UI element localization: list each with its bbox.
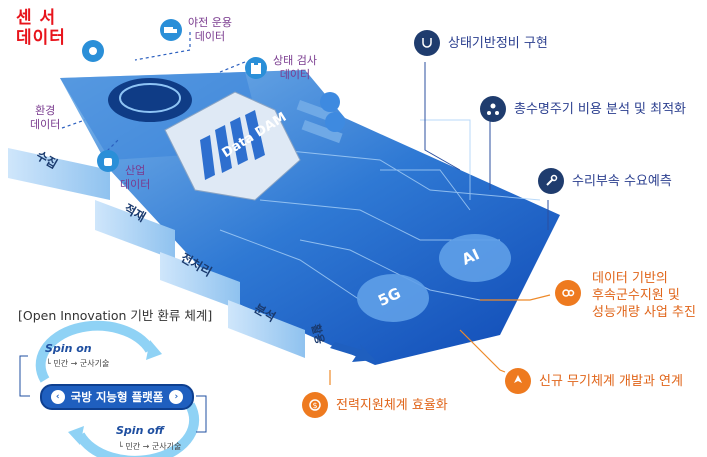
status-check-label: 상태 검사 데이터 [273, 54, 317, 81]
open-innovation-title: [Open Innovation 기반 환류 체계] [18, 308, 213, 323]
spin-off-label: Spin off [116, 424, 164, 437]
outcome-followup-support: 데이터 기반의 후속군수지원 및 성능개량 사업 추진 [592, 271, 696, 320]
night-ops-label: 야전 운용 데이터 [188, 16, 232, 43]
sensor-night-ops: 야전 운용 데이터 [160, 16, 232, 44]
title-line-1: 센 서 [16, 8, 57, 28]
circuit-lines [219, 119, 541, 301]
step-face-preprocess [160, 252, 240, 310]
spin-on-sub: └ 민간 → 군사기술 [46, 359, 110, 368]
people-network-icon [480, 96, 506, 122]
dam-structure [164, 91, 301, 201]
gears-icon [555, 280, 581, 306]
spin-off-arc [75, 402, 200, 457]
sensor-data-title: 센 서 데이터 [16, 8, 66, 48]
step-face-load [95, 200, 175, 260]
spin-on-label: Spin on [45, 342, 92, 355]
sun-icon [82, 40, 104, 62]
outcome-lifecycle-cost: 총수명주기 비용 분석 및 최적화 [480, 96, 686, 122]
wrench-icon [538, 168, 564, 194]
sensor-industry: 산업 데이터 [120, 164, 151, 191]
sensor-status-check: 상태 검사 데이터 [245, 54, 317, 82]
coin-icon: $ [302, 392, 328, 418]
clipboard-icon [245, 57, 267, 79]
spin-off-sub: └ 민간 → 군사기술 [118, 442, 182, 451]
platform-pill: ‹ 국방 지능형 플랫폼 › [40, 384, 194, 410]
outcome-cbm: 상태기반정비 구현 [414, 30, 548, 56]
rocket-icon [505, 368, 531, 394]
step-face-collect [8, 148, 110, 200]
chevron-left-icon: ‹ [50, 390, 65, 404]
truck-icon [160, 19, 182, 41]
flow-arrow [330, 342, 375, 362]
chevron-right-icon: › [169, 390, 184, 404]
title-line-2: 데이터 [16, 28, 66, 48]
spin-on-arc [35, 320, 155, 383]
stethoscope-icon [414, 30, 440, 56]
pipes [296, 92, 345, 144]
sensor-environment: 환경 데이터 [30, 104, 61, 131]
outcome-demand-forecast: 수리부속 수요예측 [538, 168, 672, 194]
svg-text:$: $ [313, 401, 318, 410]
dam-gates [200, 110, 265, 180]
outcome-new-weapon-system: 신규 무기체계 개발과 연계 [505, 368, 683, 394]
outcome-support-efficiency: $ 전력지원체계 효율화 [302, 392, 448, 418]
platform-label: 국방 지능형 플랫폼 [70, 390, 164, 404]
hand-icon [97, 150, 119, 172]
step-face-analyze [228, 300, 305, 358]
